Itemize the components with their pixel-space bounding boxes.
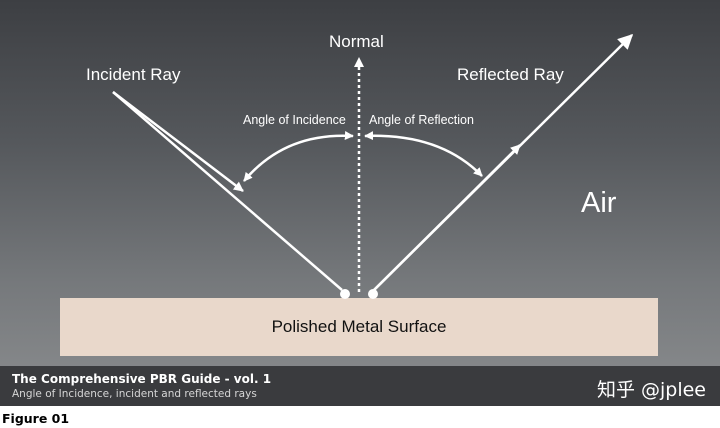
angle-of-incidence-arc <box>243 131 354 182</box>
incident-ray <box>112 91 343 291</box>
medium-label: Air <box>581 187 617 219</box>
incident-ray-arrow <box>112 91 244 192</box>
figure-caption: Figure 01 <box>2 411 70 426</box>
watermark: 知乎 @jplee <box>596 379 706 401</box>
incident-ray-label: Incident Ray <box>86 65 181 84</box>
angle-of-incidence-label: Angle of Incidence <box>243 113 346 127</box>
reflected-ray-label: Reflected Ray <box>457 65 564 84</box>
metal-surface <box>60 298 658 356</box>
incidence-point <box>340 289 350 299</box>
diagram-panel: Normal Incident Ray Reflected Ray Angle … <box>0 0 720 406</box>
normal-label: Normal <box>329 32 384 51</box>
reflection-diagram <box>60 33 658 356</box>
surface-label: Polished Metal Surface <box>271 317 447 336</box>
angle-of-reflection-arc <box>364 131 483 177</box>
angle-of-reflection-label: Angle of Reflection <box>369 113 474 127</box>
footer-subtitle: Angle of Incidence, incident and reflect… <box>12 388 257 400</box>
footer-title: The Comprehensive PBR Guide - vol. 1 <box>12 372 272 386</box>
footer-bar: The Comprehensive PBR Guide - vol. 1 Ang… <box>0 366 720 406</box>
reflected-ray-midarrow <box>372 144 521 292</box>
reflection-point <box>368 289 378 299</box>
